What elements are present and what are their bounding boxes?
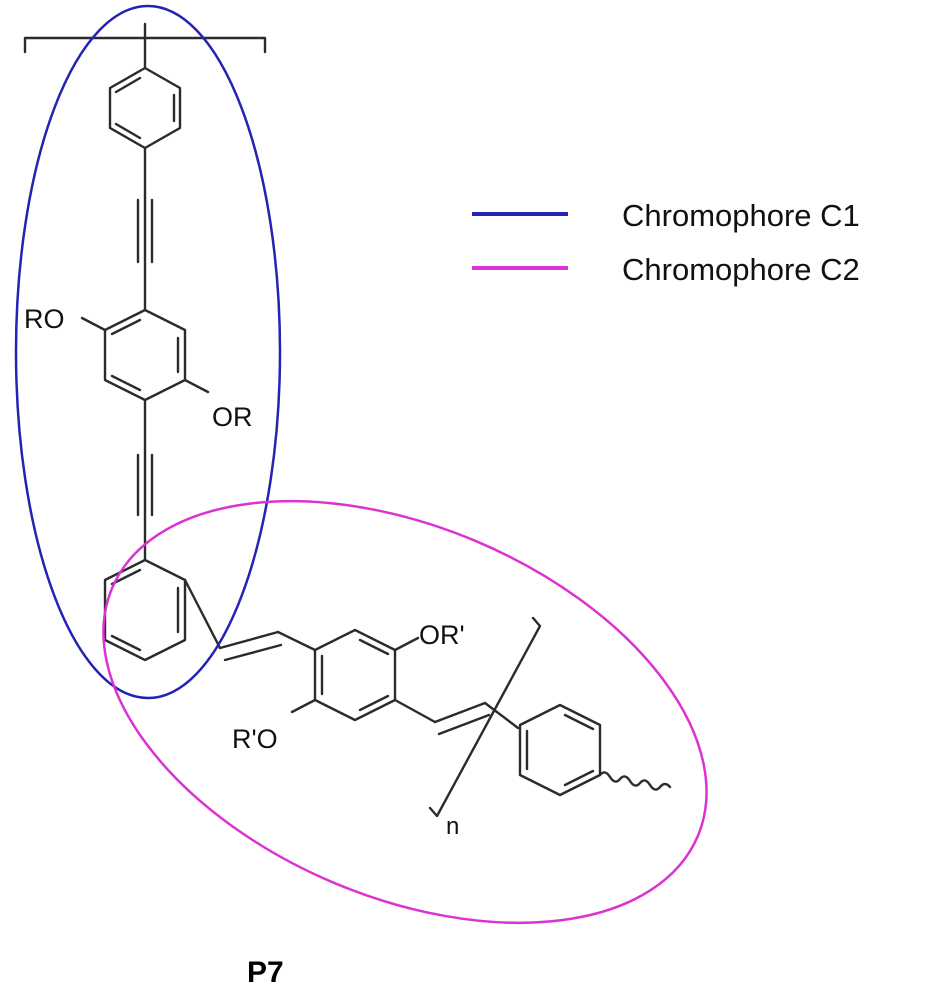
wavy-end-bond [598, 771, 672, 791]
r-prime-o-label: R'O [232, 724, 278, 754]
legend-c1-label: Chromophore C1 [622, 198, 860, 233]
compound-label: P7 [247, 956, 284, 989]
chromophore-c1-outline [14, 4, 282, 700]
meta-benzene-ring [103, 558, 187, 662]
alkyne-bond-2 [136, 398, 154, 562]
ro-label: RO [24, 304, 65, 334]
dialkoxy-benzene-ring [80, 308, 210, 402]
legend: Chromophore C1 Chromophore C2 [472, 198, 860, 287]
top-benzene-ring [108, 22, 182, 150]
chromophore-c2-outline [102, 499, 708, 925]
alkyne-bond-1 [136, 146, 154, 312]
or-label: OR [212, 402, 253, 432]
repeat-bracket [428, 616, 542, 818]
end-benzene-ring [518, 703, 602, 797]
or-prime-label: OR' [419, 620, 465, 650]
dialkoxy-benzene-ring-2 [290, 628, 420, 722]
legend-c2-label: Chromophore C2 [622, 252, 860, 287]
repeat-unit-n-label: n [446, 813, 459, 840]
vinylene-bond-1 [183, 578, 317, 662]
vinylene-bond-2 [393, 698, 520, 736]
